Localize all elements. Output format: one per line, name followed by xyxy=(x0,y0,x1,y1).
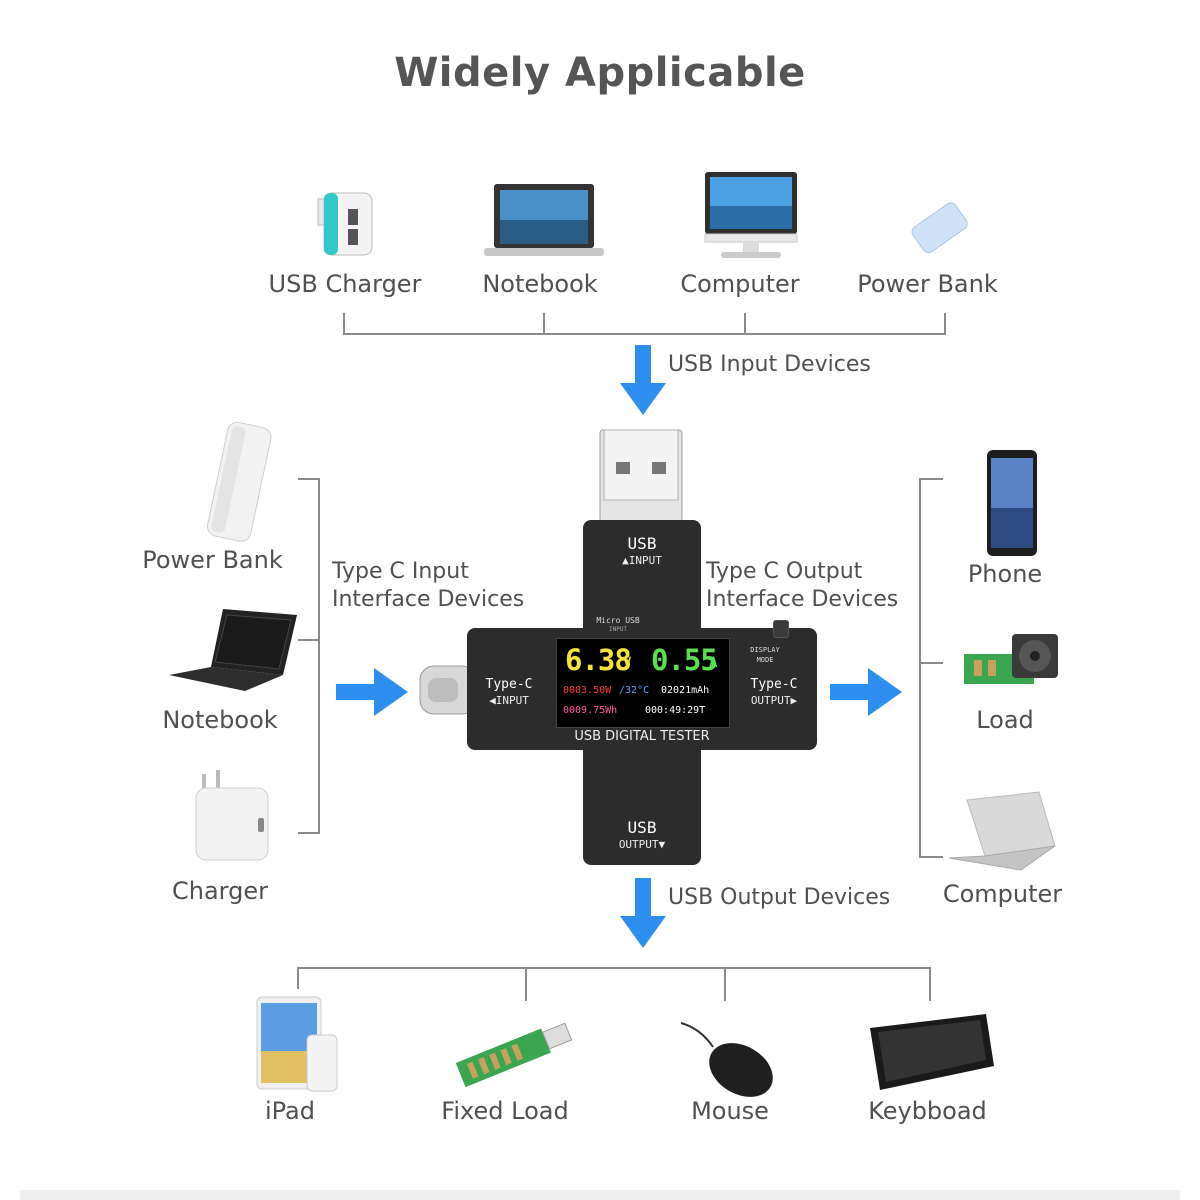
power-bank-icon xyxy=(911,202,968,254)
bottom-divider xyxy=(20,1190,1180,1200)
typec-output-line2: Interface Devices xyxy=(706,587,899,612)
typec-input-label: Type C Input Interface Devices xyxy=(332,558,524,614)
left-bracket-line xyxy=(318,478,320,834)
voltage-unit: V xyxy=(623,655,632,671)
device-label-ipad: iPad xyxy=(264,1097,315,1125)
device-label-fixed-load: Fixed Load xyxy=(441,1097,569,1125)
power-bank-left-icon xyxy=(207,421,272,542)
fixed-load-icon xyxy=(455,1022,573,1088)
left-bracket-tick xyxy=(298,832,320,834)
input-arrow-icon xyxy=(620,345,666,415)
top-bracket-line xyxy=(343,333,946,335)
notebook-left-icon xyxy=(169,609,297,691)
typec-input-arrow-icon xyxy=(336,668,408,716)
display-mode-label: DISPLAY xyxy=(750,646,780,654)
right-bracket-tick xyxy=(919,662,943,664)
device-label-mouse: Mouse xyxy=(691,1097,769,1125)
right-bracket-tick xyxy=(919,478,943,480)
notebook-icon xyxy=(484,184,604,256)
device-label-notebook-left: Notebook xyxy=(162,706,278,734)
energy-value: 0009.75Wh xyxy=(563,705,618,716)
typec-plug-icon xyxy=(419,665,476,715)
top-bracket-tick xyxy=(944,313,946,335)
device-label-notebook: Notebook xyxy=(482,270,598,298)
device-label-power-bank-left: Power Bank xyxy=(142,546,283,574)
device-label-computer: Computer xyxy=(680,270,800,298)
current-unit: A xyxy=(709,655,718,671)
typec-right-sub: OUTPUT▶ xyxy=(750,694,798,707)
device-label-computer-right: Computer xyxy=(942,880,1063,908)
device-label-usb-charger: USB Charger xyxy=(268,270,422,298)
page-title: Widely Applicable xyxy=(394,50,806,96)
usb-a-plug-icon xyxy=(599,429,683,523)
current-value: 0.55 xyxy=(651,643,718,677)
micro-usb-label: Micro USB xyxy=(596,616,640,625)
device-label-power-bank: Power Bank xyxy=(857,270,998,298)
typec-output-label: Type C Output Interface Devices xyxy=(706,558,898,614)
usb-output-label: USB Output Devices xyxy=(668,885,891,910)
left-bracket-tick xyxy=(298,478,320,480)
voltage-value: 6.38 xyxy=(565,643,632,677)
bottom-bracket-tick xyxy=(525,967,527,1001)
top-bracket-tick xyxy=(744,313,746,335)
bottom-bracket-line xyxy=(297,967,931,969)
top-bracket-tick xyxy=(543,313,545,335)
mouse-icon xyxy=(680,1022,773,1097)
typec-output-arrow-icon xyxy=(830,668,902,716)
right-bracket-tick xyxy=(919,856,943,858)
typec-left-label: Type-C xyxy=(485,677,533,692)
top-bracket-tick xyxy=(343,313,345,335)
typec-input-line1: Type C Input xyxy=(332,559,469,584)
usb-top-label: USB xyxy=(627,534,657,553)
micro-usb-sub: INPUT xyxy=(608,626,628,633)
display-mode-sub: MODE xyxy=(756,656,774,664)
mode-button[interactable] xyxy=(773,620,789,638)
output-arrow-icon xyxy=(620,878,666,948)
charger-left-icon xyxy=(195,770,269,861)
typec-left-sub: ◀INPUT xyxy=(489,694,529,707)
time-value: 000:49:29T xyxy=(645,705,706,716)
power-value: 0003.50W xyxy=(563,685,612,696)
device-label-keyboard: Keybboad xyxy=(868,1097,987,1125)
tester-screen: 6.38 V 0.55 A 0003.50W /32°C 02021mAh 00… xyxy=(556,638,730,728)
bottom-bracket-tick xyxy=(929,967,931,1001)
right-bracket-line xyxy=(919,478,921,858)
usb-charger-icon xyxy=(317,192,373,256)
tester-name: USB DIGITAL TESTER xyxy=(574,729,710,744)
capacity-value: 02021mAh xyxy=(661,685,710,696)
typec-input-line2: Interface Devices xyxy=(332,587,525,612)
usb-top-sub: ▲INPUT xyxy=(622,554,662,567)
computer-right-icon xyxy=(948,791,1056,871)
usb-input-label: USB Input Devices xyxy=(668,352,871,377)
load-icon xyxy=(964,634,1058,684)
device-label-phone: Phone xyxy=(967,560,1043,588)
usb-bottom-sub: OUTPUT▼ xyxy=(618,838,666,851)
typec-right-label: Type-C xyxy=(750,677,798,692)
device-label-load: Load xyxy=(976,706,1034,734)
temperature-value: /32°C xyxy=(619,685,650,696)
bottom-bracket-tick xyxy=(724,967,726,1001)
left-bracket-tick xyxy=(298,639,320,641)
bottom-bracket-tick xyxy=(297,967,299,989)
usb-bottom-label: USB xyxy=(627,818,657,837)
typec-output-line1: Type C Output xyxy=(706,559,863,584)
keyboard-icon xyxy=(870,1014,994,1090)
phone-icon xyxy=(987,450,1037,556)
computer-icon xyxy=(704,172,798,258)
ipad-icon xyxy=(256,996,338,1092)
device-label-charger-left: Charger xyxy=(172,877,268,905)
